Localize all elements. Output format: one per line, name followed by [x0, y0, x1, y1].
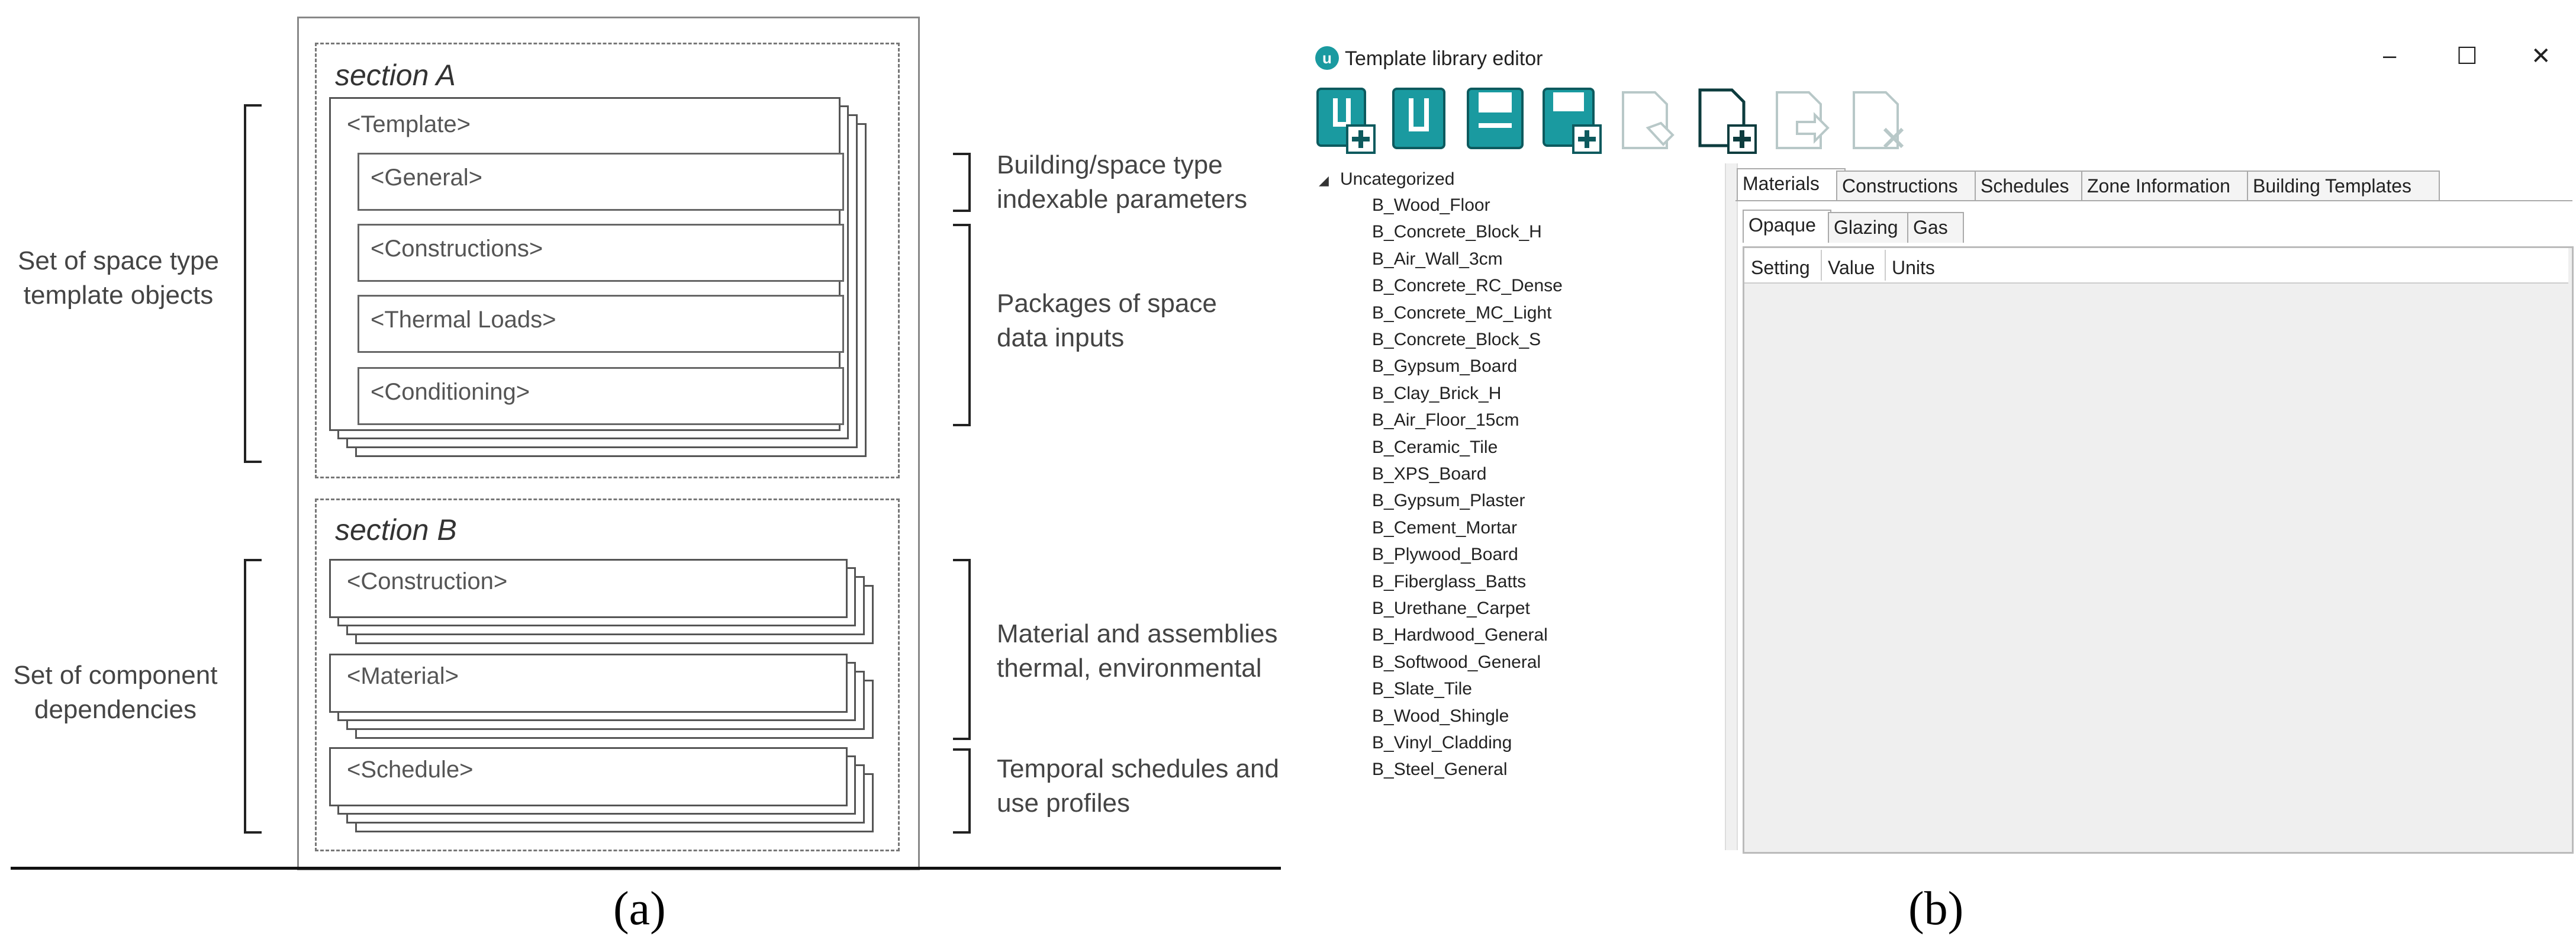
column-value[interactable]: Value	[1828, 257, 1875, 278]
subtab-gas[interactable]: Gas	[1907, 212, 1964, 243]
column-divider-1	[1821, 250, 1822, 281]
thermal-loads-label: <Thermal Loads>	[371, 307, 556, 333]
tree-item[interactable]: B_Wood_Shingle	[1372, 706, 1509, 726]
tab-materials[interactable]: Materials	[1737, 168, 1846, 201]
right-label-building: Building/space type indexable parameters	[997, 150, 1248, 214]
section-a-box	[315, 43, 900, 478]
left-bracket-section-a	[244, 104, 262, 463]
tag-document-button[interactable]	[1619, 86, 1681, 155]
schedule-sheet	[329, 747, 848, 806]
tree-item[interactable]: B_Clay_Brick_H	[1372, 383, 1502, 403]
delete-document-button[interactable]	[1850, 86, 1912, 155]
material-label: <Material>	[347, 663, 459, 689]
property-grid-header	[1744, 248, 2568, 284]
caption-a: (a)	[613, 883, 666, 935]
column-setting[interactable]: Setting	[1751, 257, 1810, 278]
tab-zone-information[interactable]: Zone Information	[2081, 171, 2256, 201]
conditioning-label: <Conditioning>	[371, 379, 530, 405]
tree-item[interactable]: B_Cement_Mortar	[1372, 517, 1518, 538]
add-document-button[interactable]	[1696, 86, 1758, 155]
caption-b: (b)	[1908, 883, 1964, 935]
tree-item[interactable]: B_Gypsum_Plaster	[1372, 491, 1525, 511]
tree-item[interactable]: B_Steel_General	[1372, 760, 1508, 780]
tree-expand-icon[interactable]: ◢	[1319, 173, 1329, 188]
tree-item[interactable]: B_Fiberglass_Batts	[1372, 571, 1527, 591]
constructions-box	[358, 224, 844, 282]
tree-item[interactable]: B_Softwood_General	[1372, 652, 1541, 672]
right-bracket-temporal	[953, 748, 971, 834]
right-label-packages: Packages of space data inputs	[997, 289, 1217, 352]
thermal-loads-box	[358, 295, 844, 353]
left-label-space-type: Set of space type template objects	[18, 246, 219, 310]
splitter[interactable]	[1725, 163, 1738, 850]
section-b-box	[315, 498, 900, 851]
open-library-icon	[1392, 88, 1445, 149]
new-library-button[interactable]	[1315, 86, 1377, 155]
save-as-button[interactable]	[1541, 86, 1603, 155]
tree-item[interactable]: B_Hardwood_General	[1372, 625, 1548, 645]
left-bracket-section-b	[244, 559, 262, 834]
window-title: Template library editor	[1345, 47, 1543, 70]
section-a-title: section A	[335, 59, 456, 92]
right-bracket-packages	[953, 224, 971, 426]
tree-panel	[1313, 163, 1727, 850]
baseline-rule	[11, 867, 1281, 870]
tree-item[interactable]: B_Slate_Tile	[1372, 679, 1472, 699]
tree-item[interactable]: B_Vinyl_Cladding	[1372, 733, 1512, 752]
tree-item[interactable]: B_Air_Wall_3cm	[1372, 249, 1503, 269]
tab-schedules[interactable]: Schedules	[1975, 171, 2091, 201]
app-logo-icon: u	[1315, 46, 1339, 70]
tree-item[interactable]: B_Concrete_Block_H	[1372, 222, 1542, 242]
left-label-component: Set of component dependencies	[13, 661, 218, 724]
constructions-label: <Constructions>	[371, 236, 543, 262]
save-icon	[1467, 88, 1524, 149]
open-library-button[interactable]	[1391, 86, 1453, 155]
construction-sheet	[329, 559, 848, 618]
right-label-material: Material and assemblies thermal, environ…	[997, 619, 1278, 683]
add-document-icon	[1698, 88, 1757, 154]
main-tabs-underline	[1735, 200, 2572, 201]
new-library-icon	[1316, 88, 1376, 154]
general-box	[358, 153, 844, 211]
right-bracket-building	[953, 153, 971, 212]
tree-item[interactable]: B_Urethane_Carpet	[1372, 599, 1530, 618]
tree-item[interactable]: B_Wood_Floor	[1372, 195, 1490, 215]
export-document-button[interactable]	[1773, 86, 1835, 155]
close-button[interactable]: ✕	[2531, 43, 2551, 69]
construction-label: <Construction>	[347, 568, 508, 594]
tag-document-icon	[1622, 91, 1675, 149]
section-b-title: section B	[335, 513, 457, 546]
right-bracket-material	[953, 559, 971, 740]
subtab-opaque[interactable]: Opaque	[1743, 210, 1831, 243]
column-units[interactable]: Units	[1892, 257, 1935, 278]
save-as-icon	[1543, 88, 1602, 154]
tree-item[interactable]: B_Gypsum_Board	[1372, 356, 1518, 377]
tree-item[interactable]: B_Ceramic_Tile	[1372, 437, 1498, 457]
save-button[interactable]	[1466, 86, 1527, 155]
subtab-glazing[interactable]: Glazing	[1828, 212, 1911, 243]
general-label: <General>	[371, 165, 483, 191]
tree-item[interactable]: B_Air_Floor_15cm	[1372, 410, 1519, 430]
column-divider-2	[1885, 250, 1886, 281]
export-document-icon	[1776, 91, 1830, 149]
tree-item[interactable]: B_Concrete_RC_Dense	[1372, 276, 1563, 296]
tree-root[interactable]: Uncategorized	[1340, 169, 1455, 189]
tree-item[interactable]: B_Concrete_Block_S	[1372, 330, 1541, 349]
tab-constructions[interactable]: Constructions	[1836, 171, 1984, 201]
tree-item[interactable]: B_Plywood_Board	[1372, 545, 1518, 565]
conditioning-box	[358, 367, 844, 425]
maximize-button[interactable]: ☐	[2456, 43, 2478, 69]
schedule-label: <Schedule>	[347, 757, 474, 783]
delete-document-icon	[1853, 91, 1904, 149]
material-sheet	[329, 654, 848, 713]
tree-item[interactable]: B_XPS_Board	[1372, 464, 1487, 484]
template-label: <Template>	[347, 111, 471, 137]
property-grid[interactable]	[1743, 246, 2574, 854]
tab-building-templates[interactable]: Building Templates	[2247, 171, 2440, 201]
tree-item[interactable]: B_Concrete_MC_Light	[1372, 303, 1552, 323]
right-label-temporal: Temporal schedules and use profiles	[997, 754, 1279, 818]
minimize-button[interactable]: –	[2383, 43, 2397, 69]
